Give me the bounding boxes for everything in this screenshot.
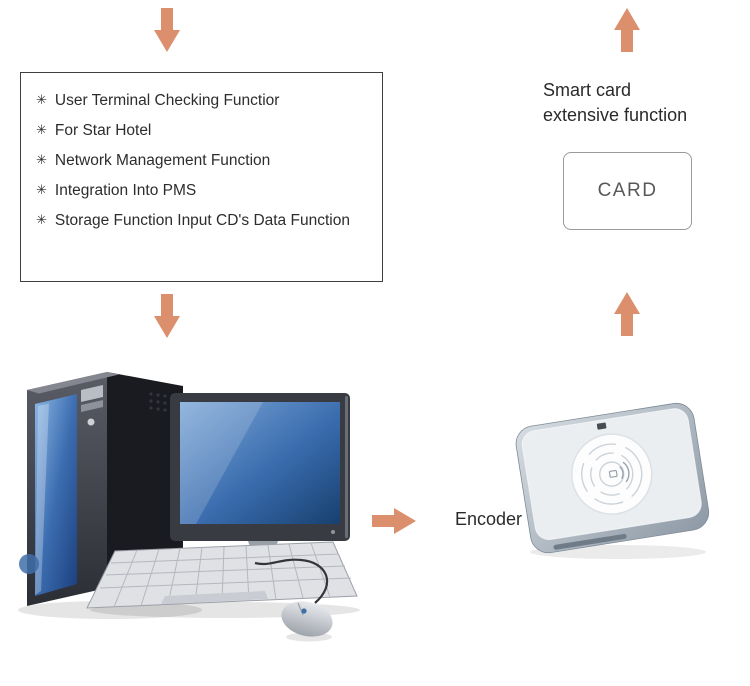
computer-keyboard xyxy=(86,541,360,618)
arrow-up-icon xyxy=(614,8,640,52)
contactless-icon xyxy=(619,461,630,483)
asterisk-icon: ✳ xyxy=(36,92,47,107)
arrow-up-icon xyxy=(614,292,640,336)
feature-item-label: Network Management Function xyxy=(54,152,271,169)
feature-item: ✳ For Star Hotel xyxy=(36,119,370,142)
encoder-label: Encoder xyxy=(455,509,523,529)
card-box: CARD xyxy=(563,152,692,230)
feature-item: ✳ User Terminal Checking Functior xyxy=(36,89,370,112)
feature-list-box: ✳ User Terminal Checking Functior ✳ For St… xyxy=(20,72,383,282)
computer-monitor xyxy=(170,393,350,573)
feature-item-label: Integration Into PMS xyxy=(54,182,197,199)
smart-card-caption: Smart card extensive function xyxy=(543,78,687,128)
encoder-led xyxy=(596,422,607,430)
asterisk-icon: ✳ xyxy=(36,122,47,137)
encoder-device-body xyxy=(515,402,710,554)
smart-card-caption-line1: Smart card xyxy=(543,80,632,100)
rfid-pad xyxy=(570,433,653,515)
computer-mouse xyxy=(254,558,333,642)
asterisk-icon: ✳ xyxy=(36,182,47,197)
feature-item-label: For Star Hotel xyxy=(54,122,152,139)
asterisk-icon: ✳ xyxy=(36,152,47,167)
arrow-right-icon xyxy=(372,508,416,534)
computer-tower xyxy=(18,372,202,619)
feature-item-label: Storage Function Input CD's Data Functio… xyxy=(54,212,350,229)
card-slot xyxy=(553,533,627,550)
feature-item-label: User Terminal Checking Functior xyxy=(54,92,280,109)
card-label: CARD xyxy=(597,180,658,201)
smart-card-caption-line2: extensive function xyxy=(543,105,688,125)
feature-item: ✳ Storage Function Input CD's Data Functi… xyxy=(36,209,370,232)
encoder-device xyxy=(498,392,728,577)
computer-illustration xyxy=(15,356,365,673)
arrow-down-icon xyxy=(154,8,180,52)
feature-item: ✳ Integration Into PMS xyxy=(36,179,370,202)
feature-item: ✳ Network Management Function xyxy=(36,149,370,172)
asterisk-icon: ✳ xyxy=(36,212,47,227)
arrow-down-icon xyxy=(154,294,180,338)
